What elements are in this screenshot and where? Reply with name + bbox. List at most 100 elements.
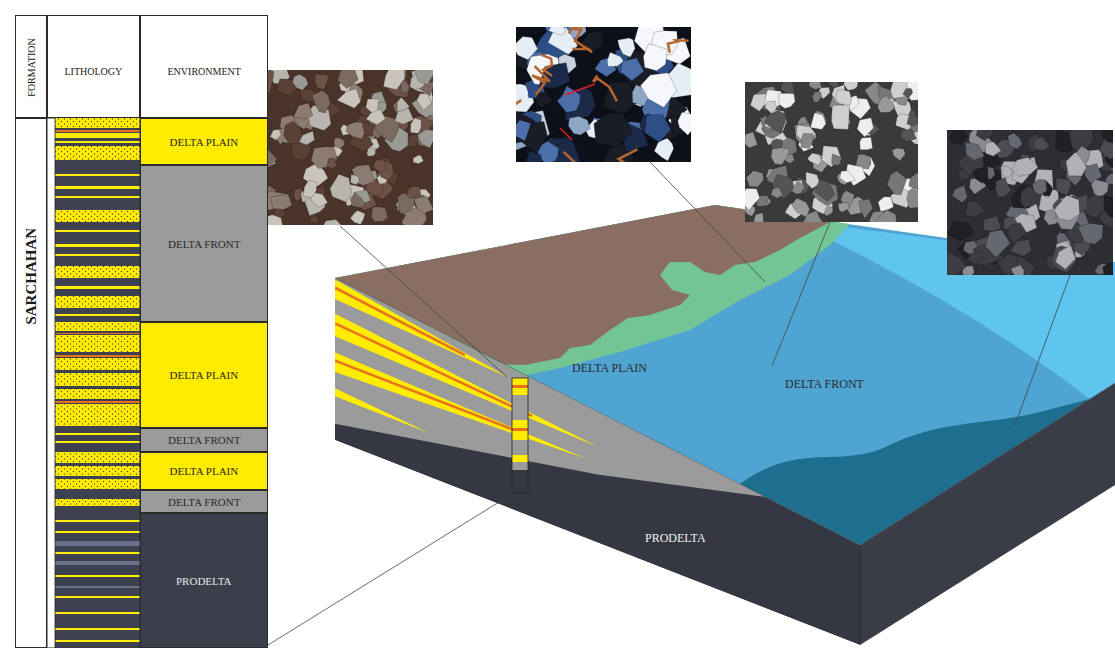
grain xyxy=(371,207,388,222)
rock-band xyxy=(56,404,140,426)
leader-lines xyxy=(268,162,1070,645)
grain xyxy=(334,137,345,148)
grain xyxy=(965,142,985,160)
grain xyxy=(968,251,982,264)
leader-line xyxy=(772,222,830,366)
grain xyxy=(972,166,988,183)
grain xyxy=(878,197,893,212)
column-frame xyxy=(47,118,140,648)
vertical-heading: SARCHAHAN xyxy=(23,227,40,324)
cell-label: DELTA FRONT xyxy=(168,238,240,250)
grain xyxy=(346,122,364,139)
grain xyxy=(840,171,856,183)
grain xyxy=(950,130,967,145)
grain xyxy=(330,174,352,202)
column-band xyxy=(512,385,528,388)
photo-ground xyxy=(516,27,691,162)
grain xyxy=(414,70,433,85)
cement-vein xyxy=(541,55,552,76)
grain xyxy=(909,172,918,189)
grain xyxy=(1052,246,1077,273)
rock-band xyxy=(56,433,140,435)
column-band xyxy=(512,378,528,385)
rock-band xyxy=(56,531,140,533)
rock-band xyxy=(56,322,140,331)
grain xyxy=(270,129,281,140)
grain xyxy=(801,133,813,148)
column-band xyxy=(512,431,528,440)
grain xyxy=(965,201,985,218)
prodelta-water xyxy=(740,399,1090,545)
grain xyxy=(859,199,873,218)
cell-label: DELTA PLAIN xyxy=(170,369,239,381)
grain xyxy=(765,110,786,133)
cement-vein xyxy=(613,149,637,162)
cement-vein xyxy=(668,40,689,52)
grain xyxy=(417,93,432,110)
grain xyxy=(750,94,766,111)
cell-label: DELTA PLAIN xyxy=(170,465,239,477)
grain xyxy=(900,129,916,142)
rock-band xyxy=(56,552,140,554)
grain xyxy=(832,154,841,166)
grain xyxy=(985,142,1001,156)
column-band xyxy=(512,428,528,431)
grain xyxy=(952,185,967,203)
cell-label: DELTA FRONT xyxy=(168,434,240,446)
rock-band xyxy=(56,244,140,247)
grain xyxy=(299,131,315,145)
header-cell: LITHOLOGY xyxy=(47,15,140,118)
sand-wedge xyxy=(335,388,430,433)
column-band xyxy=(512,420,528,428)
grain xyxy=(654,138,673,161)
grain xyxy=(525,151,543,162)
rock-band xyxy=(56,401,140,403)
grain xyxy=(366,109,385,124)
grain xyxy=(271,194,292,210)
grain xyxy=(1056,178,1072,196)
grain xyxy=(645,114,671,142)
rock-band xyxy=(56,640,140,642)
leader-line xyxy=(1015,275,1070,425)
column-band xyxy=(512,388,528,395)
grain xyxy=(516,120,531,141)
grain xyxy=(779,93,795,108)
grain xyxy=(374,159,387,173)
grain xyxy=(568,116,590,135)
photo-ground xyxy=(745,82,918,222)
grain xyxy=(621,58,644,81)
grain xyxy=(311,147,337,169)
rock-band xyxy=(56,358,140,370)
grain xyxy=(831,105,849,130)
rock-band xyxy=(56,230,140,232)
rock-photo xyxy=(516,27,691,162)
zone-label: PRODELTA xyxy=(645,532,706,545)
column-outline xyxy=(512,378,528,493)
block-edge xyxy=(860,545,861,645)
grain xyxy=(807,153,821,165)
column-band xyxy=(512,462,528,470)
grain xyxy=(303,180,317,198)
delta-front-water xyxy=(335,205,1115,545)
environment-band: DELTA FRONT xyxy=(140,490,268,513)
grain xyxy=(1011,265,1024,275)
grain xyxy=(338,70,359,88)
rock-band xyxy=(56,210,140,222)
rock-band xyxy=(56,133,140,138)
rock-band xyxy=(56,333,140,334)
formation-cell: SARCHAHAN xyxy=(15,118,47,648)
cell-label: ENVIRONMENT xyxy=(168,66,241,77)
delta-plain-area xyxy=(335,205,850,376)
red-arrow xyxy=(560,128,572,140)
grain xyxy=(836,90,852,105)
grain xyxy=(745,132,757,148)
rock-band xyxy=(56,499,140,506)
leader-line xyxy=(268,494,512,645)
environment-band: DELTA FRONT xyxy=(140,428,268,452)
grain xyxy=(1054,195,1080,220)
orange-layer xyxy=(335,361,524,434)
grain xyxy=(857,118,873,137)
cell-label: LITHOLOGY xyxy=(65,66,123,77)
grain xyxy=(1012,158,1038,177)
grain xyxy=(903,88,913,97)
